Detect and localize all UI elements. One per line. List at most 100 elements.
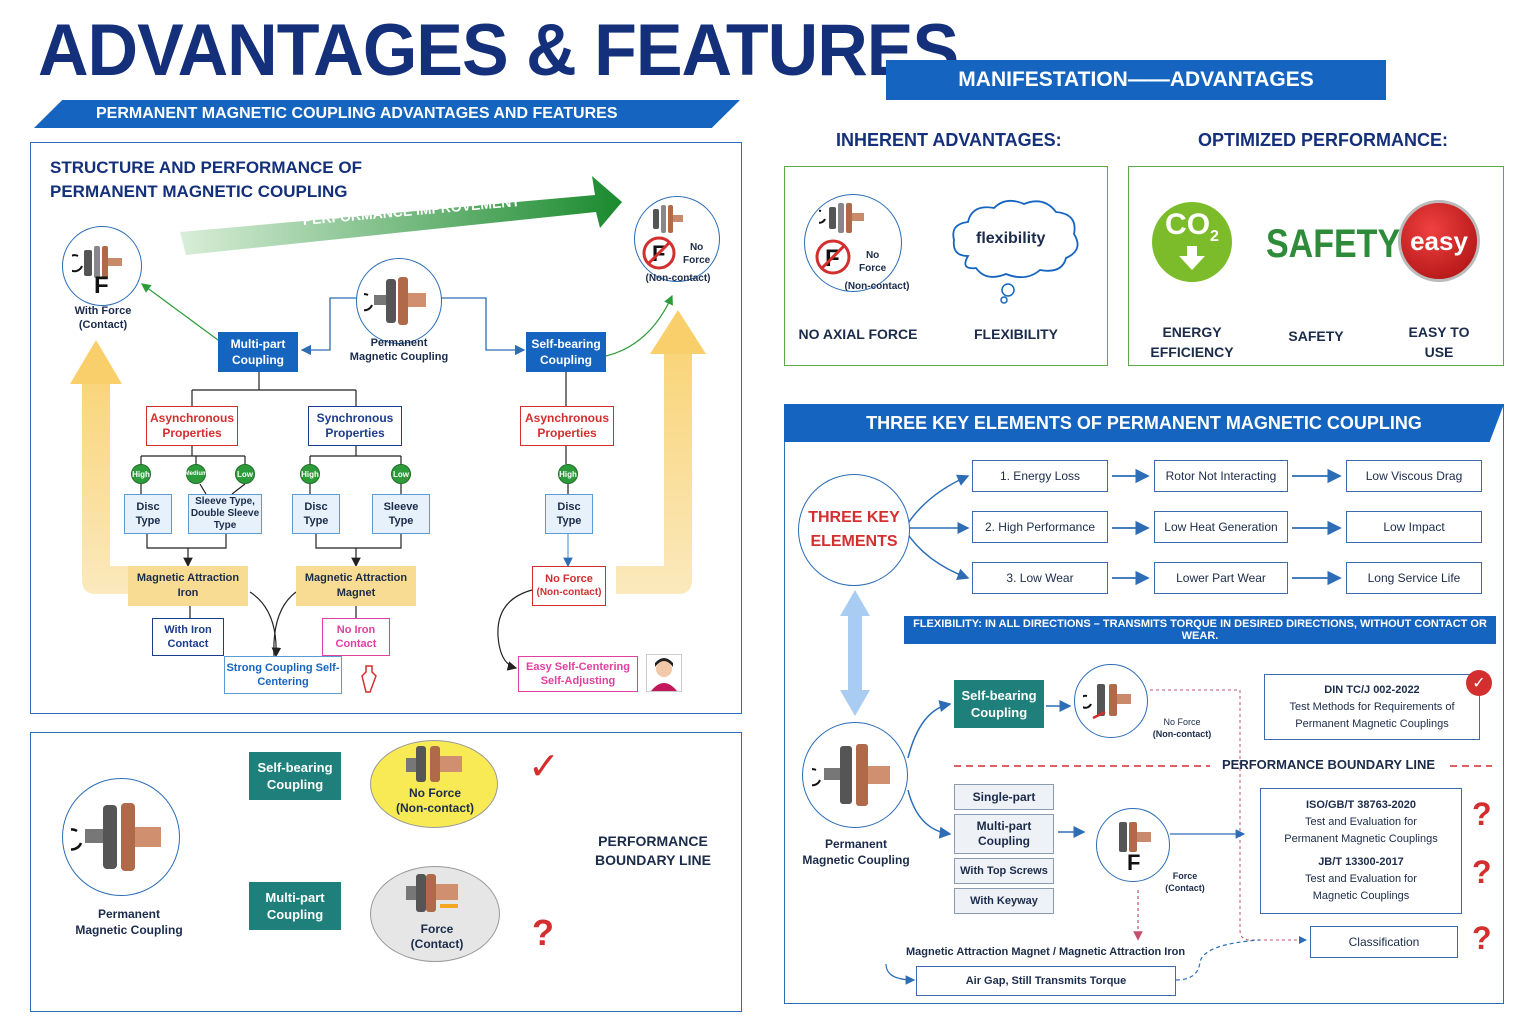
low-badge: Low (235, 464, 255, 484)
permanent-coupling-line1: Permanent (370, 337, 428, 349)
check-icon: ✓ (528, 746, 560, 788)
no-force-line2: Force (683, 255, 711, 266)
high-badge: High (558, 464, 578, 484)
classification-box: Classification (1310, 926, 1458, 958)
permanent-coupling-line1: Permanent (824, 837, 888, 851)
no-force-text: No Force (683, 241, 710, 267)
permanent-coupling-label: Permanent Magnetic Coupling (340, 336, 458, 364)
person-icon (651, 658, 677, 691)
three-key-line2: ELEMENTS (810, 533, 898, 550)
async-properties-box: Asynchronous Properties (146, 406, 238, 446)
force-line1: Force (1172, 871, 1198, 881)
force-line2: (Contact) (410, 937, 464, 951)
check-circle-icon: ✓ (1466, 670, 1492, 696)
high-badge: High (300, 464, 320, 484)
person-avatar (646, 654, 682, 692)
key-element-a: 2. High Performance (972, 511, 1108, 543)
coupling-contact-icon: F (1119, 822, 1151, 872)
safety-word: SAFETY (1266, 222, 1401, 266)
key-element-a: 1. Energy Loss (972, 460, 1108, 492)
with-force-label: With Force (Contact) (62, 304, 144, 332)
high-badge: High (131, 464, 151, 484)
permanent-coupling-circle (802, 722, 908, 828)
multi-part-coupling-box: Multi-part Coupling (218, 332, 298, 372)
multi-part-coupling-box: Multi-part Coupling (954, 814, 1054, 854)
magnetic-coupling-icon (812, 744, 890, 806)
key-element-b: Lower Part Wear (1154, 562, 1288, 594)
din-line1: DIN TC/J 002-2022 (1324, 683, 1420, 696)
magnetic-attraction-magnet-box: Magnetic Attraction Magnet (296, 566, 416, 606)
easy-button-icon: easy (1398, 200, 1480, 282)
permanent-coupling-line2: Magnetic Coupling (349, 351, 449, 363)
boundary-line1: PERFORMANCE (598, 833, 708, 849)
manifestation-header: MANIFESTATION——ADVANTAGES (886, 60, 1386, 100)
with-force-line2: (Contact) (78, 319, 128, 331)
no-force-label: No Force (Non-contact) (376, 786, 494, 816)
structure-heading: STRUCTURE AND PERFORMANCE OF PERMANENT M… (50, 156, 362, 204)
sync-properties-box: Synchronous Properties (308, 406, 402, 446)
no-line2: Force (859, 263, 887, 274)
with-force-circle (62, 226, 142, 306)
no-force-line1: No Force (1163, 717, 1201, 727)
magnetic-attraction-iron-box: Magnetic Attraction Iron (128, 566, 248, 606)
no-force-label: No Force (Non-contact) (1148, 716, 1216, 740)
easy-self-centering-box: Easy Self-Centering Self-Adjusting (518, 656, 638, 692)
din-line3: Permanent Magnetic Couplings (1295, 717, 1449, 730)
no-force-circle: F No Force (634, 196, 720, 282)
wrench-icon (361, 665, 377, 693)
sleeve-double-box: Sleeve Type, Double Sleeve Type (188, 494, 262, 534)
disc-type-box: Disc Type (545, 494, 593, 534)
strong-coupling-box: Strong Coupling Self-Centering (224, 656, 342, 694)
iso-line1: ISO/GB/T 38763-2020 (1305, 799, 1417, 811)
easy-line1: EASY TO (1408, 324, 1470, 340)
jb-line1: JB/T 13300-2017 (1318, 856, 1404, 868)
optimized-title: OPTIMIZED PERFORMANCE: (1198, 130, 1448, 150)
magnetic-coupling-icon (364, 277, 426, 325)
single-part-box: Single-part (954, 784, 1054, 810)
no-force-text: No Force (859, 249, 886, 275)
no-force-box-line1: No Force (545, 573, 593, 585)
sleeve-type-box: Sleeve Type (372, 494, 430, 534)
no-axial-force-circle: F No Force (804, 194, 902, 292)
svg-text:F: F (1127, 850, 1140, 872)
top-screws-box: With Top Screws (954, 858, 1054, 884)
three-key-circle: THREE KEY ELEMENTS (798, 474, 910, 586)
energy-efficiency-label: ENERGY EFFICIENCY (1142, 322, 1242, 362)
boundary-line-label: PERFORMANCE BOUNDARY LINE (590, 832, 716, 870)
question-icon: ? (1472, 796, 1492, 832)
energy-line2: EFFICIENCY (1150, 344, 1234, 360)
question-icon: ? (532, 912, 554, 953)
coupling-icon (819, 203, 864, 233)
coupling-icon (1083, 684, 1131, 720)
low-badge: Low (391, 464, 411, 484)
coupling-noncontact-icon (406, 746, 462, 782)
question-icon: ? (1472, 920, 1492, 956)
force-coupling-circle: F (1096, 808, 1170, 882)
thought-cloud-icon (952, 199, 1079, 304)
no-force-box: No Force (Non-contact) (532, 566, 606, 606)
flexibility-label: FLEXIBILITY (974, 326, 1058, 342)
iso-line3: Permanent Magnetic Couplings (1284, 833, 1438, 845)
boundary-line2: BOUNDARY LINE (595, 852, 711, 868)
disc-type-box: Disc Type (124, 494, 172, 534)
co2-icon: CO2 (1152, 202, 1232, 282)
permanent-coupling-circle (356, 258, 442, 344)
din-standard-box: DIN TC/J 002-2022 Test Methods for Requi… (1264, 674, 1480, 740)
magnetic-coupling-icon (71, 803, 161, 871)
air-gap-box: Air Gap, Still Transmits Torque (916, 966, 1176, 996)
key-element-c: Low Impact (1346, 511, 1482, 543)
multi-part-coupling-box: Multi-part Coupling (249, 882, 341, 930)
flexibility-cloud-text: flexibility (976, 230, 1046, 247)
performance-boundary-label: PERFORMANCE BOUNDARY LINE (1222, 757, 1436, 772)
non-contact-label: (Non-contact) (645, 273, 711, 284)
three-key-header: THREE KEY ELEMENTS OF PERMANENT MAGNETIC… (784, 404, 1504, 442)
no-force-box-line2: (Non-contact) (536, 587, 602, 598)
page-title: ADVANTAGES & FEATURES (38, 9, 959, 91)
non-contact-label: (Non-contact) (844, 281, 910, 292)
self-bearing-coupling-box: Self-bearing Coupling (954, 680, 1044, 728)
async-properties-right-box: Asynchronous Properties (520, 406, 614, 446)
coupling-contact-icon (72, 246, 122, 278)
with-force-line1: With Force (74, 305, 132, 317)
permanent-coupling-line1: Permanent (97, 907, 161, 921)
permanent-coupling-line2: Magnetic Coupling (75, 923, 183, 937)
